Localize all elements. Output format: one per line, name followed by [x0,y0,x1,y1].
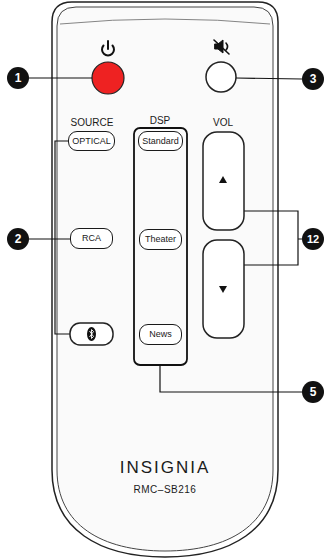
mute-icon [214,40,229,54]
down-arrow [219,286,227,293]
up-arrow [219,176,227,183]
button-text: News [149,330,172,339]
callout-number: 3 [310,73,317,85]
power-icon [102,41,114,55]
power-bar [107,41,109,49]
callout-number: 2 [15,233,22,245]
dsp-group-outline [134,128,187,365]
volume-bracket [244,211,302,265]
leader-lines [29,78,302,392]
callout-circle [7,228,29,250]
group-label: DSP [150,116,171,126]
button-label-box: RCA [70,228,113,249]
callout-number: 5 [310,386,317,398]
leader-line [29,77,92,78]
bluetooth-rune [90,330,94,339]
dsp-bracket [160,365,302,392]
mute-slash [214,40,229,54]
bluetooth-badge [87,327,96,341]
remote-top-edge [60,19,270,24]
button-label-box: Theater [139,229,182,250]
power-button [92,62,124,94]
source-bracket [55,141,70,334]
mute-button [206,62,236,92]
callout-circle [302,228,324,250]
callout-number: 12 [307,234,319,245]
remote-body [52,2,278,557]
button-label-box: Standard [138,131,183,151]
button-label-box: News [139,324,182,345]
button-text: Standard [142,137,179,146]
callout-circle [302,381,324,403]
volume-up-button [203,132,244,230]
brand-name: INSIGNIA [120,459,211,476]
model-number: RMC–SB216 [134,485,197,495]
button-text: OPTICAL [72,137,111,146]
bluetooth-button [70,323,113,345]
speaker-wave [226,43,228,50]
callout-circle [302,68,324,90]
leader-line [236,78,302,79]
leader-line [29,238,70,239]
callout-circle [7,67,29,89]
group-label: SOURCE [71,118,114,128]
volume-down-button [203,240,244,338]
button-label-box: OPTICAL [68,131,115,151]
remote-inner-edge [57,7,273,551]
button-text: RCA [82,234,101,243]
group-label: VOL [213,118,233,128]
button-text: Theater [145,235,176,244]
callout-number: 1 [15,72,22,84]
